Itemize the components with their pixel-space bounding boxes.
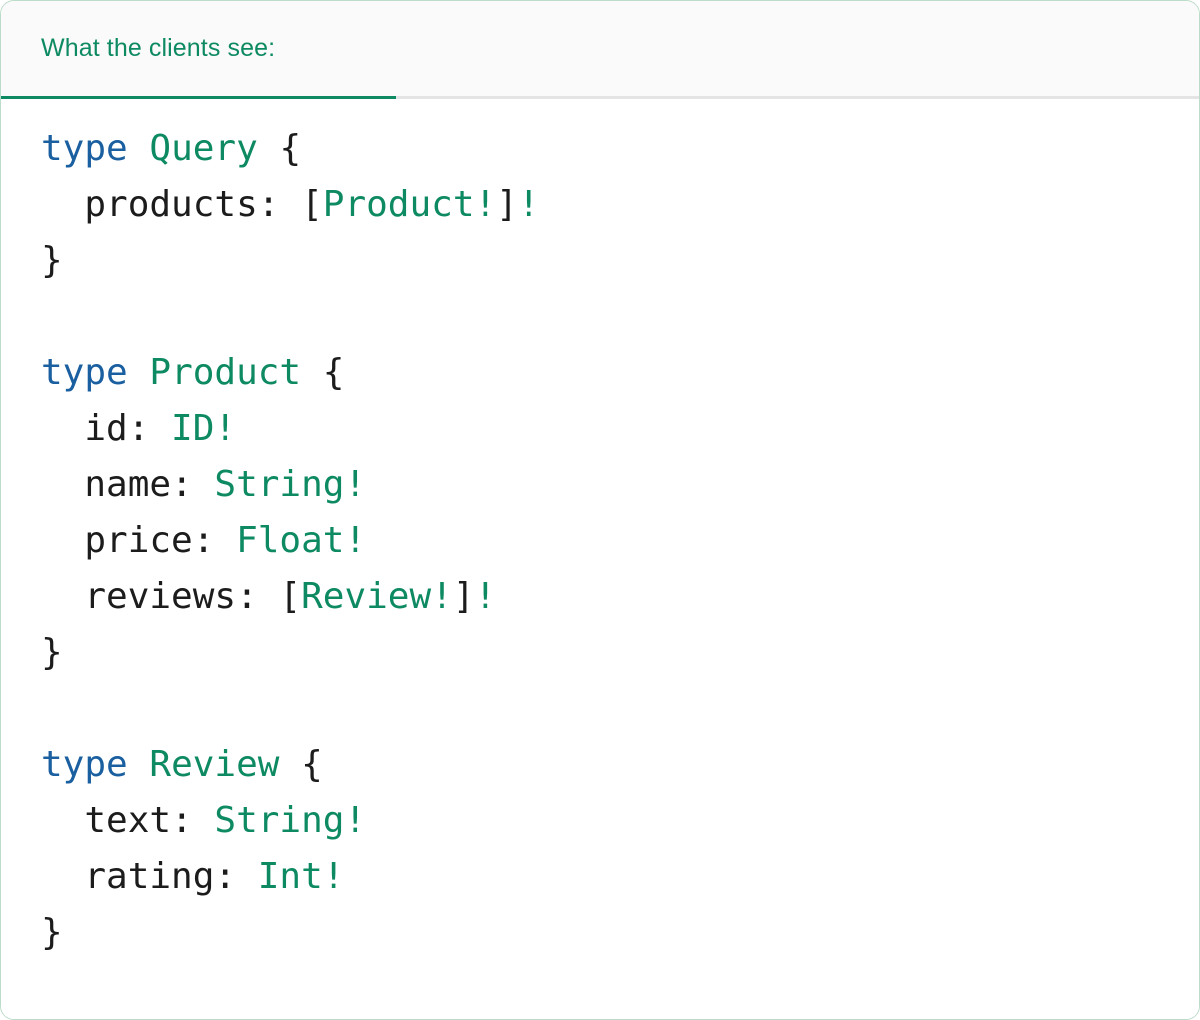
code-panel: type Query { products: [Product!]!} type… xyxy=(1,99,1199,1019)
code-line-blank xyxy=(41,681,1159,737)
code-token-punc: } xyxy=(41,240,63,281)
code-token-kw: type xyxy=(41,352,128,393)
code-token-ty: Review xyxy=(149,744,280,785)
code-line: type Query { xyxy=(41,121,1159,177)
code-line: rating: Int! xyxy=(41,849,1159,905)
code-token-ty: String! xyxy=(214,464,367,505)
code-token-ty: String! xyxy=(214,800,367,841)
code-token-punc xyxy=(128,352,150,393)
code-token-punc: ] xyxy=(452,576,475,617)
code-line: type Product { xyxy=(41,345,1159,401)
code-token-ty: Review! xyxy=(301,576,453,617)
tab-what-the-clients-see[interactable]: What the clients see: xyxy=(1,1,396,99)
code-token-kw: type xyxy=(41,744,128,785)
code-token-fld: products: xyxy=(41,184,302,225)
code-token-ty: ID! xyxy=(171,408,237,449)
code-line: name: String! xyxy=(41,457,1159,513)
code-line: } xyxy=(41,625,1159,681)
code-line: } xyxy=(41,233,1159,289)
code-token-ty: Query xyxy=(149,128,258,169)
code-root: type Query { products: [Product!]!} type… xyxy=(41,121,1159,961)
code-line: reviews: [Review!]! xyxy=(41,569,1159,625)
code-line: text: String! xyxy=(41,793,1159,849)
tab-label: What the clients see: xyxy=(41,34,276,62)
code-line: type Review { xyxy=(41,737,1159,793)
code-line-blank xyxy=(41,289,1159,345)
code-token-punc: ] xyxy=(496,184,518,225)
code-token-punc xyxy=(128,128,150,169)
code-token-fld: name: xyxy=(41,464,215,505)
code-token-punc: } xyxy=(41,912,63,953)
code-token-punc: { xyxy=(257,128,302,169)
code-token-fld: reviews: xyxy=(41,576,280,617)
code-token-fld: text: xyxy=(41,800,215,841)
code-token-ty: ! xyxy=(474,576,497,617)
code-token-punc: [ xyxy=(279,576,302,617)
code-line: price: Float! xyxy=(41,513,1159,569)
tab-strip: What the clients see: xyxy=(1,1,1199,99)
graphql-schema-code[interactable]: type Query { products: [Product!]!} type… xyxy=(41,121,1159,961)
code-token-ty: Float! xyxy=(236,520,367,561)
code-token-ty: Int! xyxy=(257,856,345,897)
code-token-ty: Product xyxy=(149,352,302,393)
code-line: id: ID! xyxy=(41,401,1159,457)
code-token-ty: Product! xyxy=(322,184,497,225)
code-token-fld: rating: xyxy=(41,856,258,897)
code-token-punc: { xyxy=(301,352,345,393)
code-token-kw: type xyxy=(41,128,128,169)
code-token-punc: } xyxy=(41,632,63,673)
code-line: products: [Product!]! xyxy=(41,177,1159,233)
code-token-ty: ! xyxy=(517,184,540,225)
code-token-punc xyxy=(128,744,150,785)
code-token-punc: [ xyxy=(301,184,323,225)
code-line: } xyxy=(41,905,1159,961)
code-token-punc: { xyxy=(279,744,323,785)
code-token-fld: price: xyxy=(41,520,237,561)
code-token-fld: id: xyxy=(41,408,172,449)
